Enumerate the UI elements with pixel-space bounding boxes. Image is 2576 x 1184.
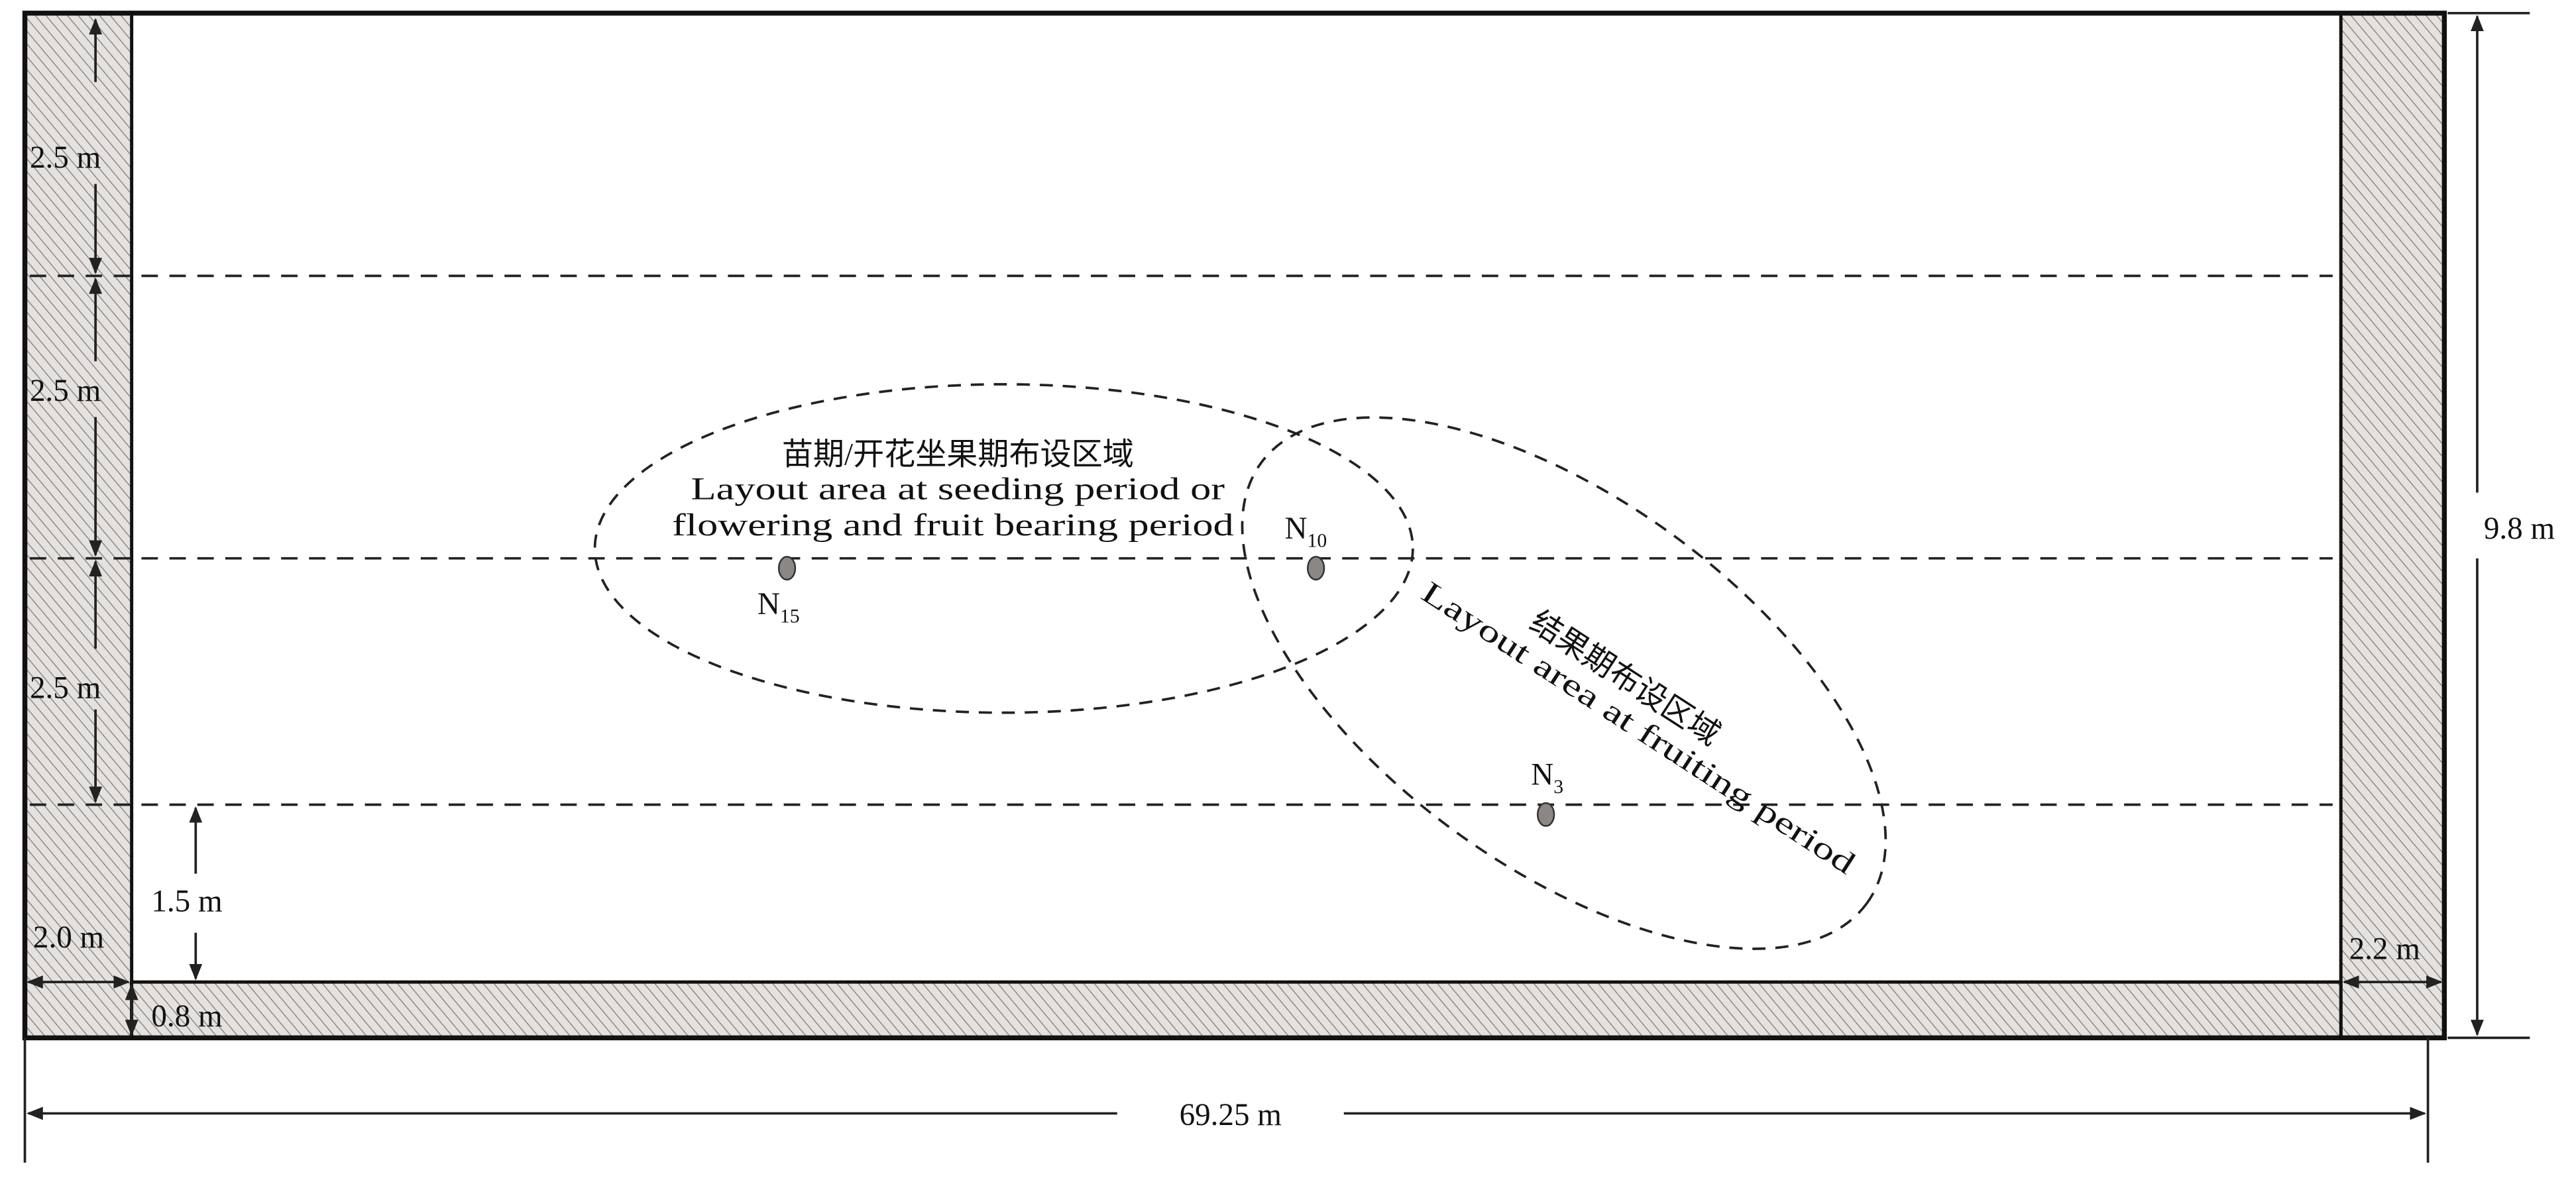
total-height-dimension (2447, 11, 2530, 1040)
row-height-arrows (27, 18, 2443, 1036)
total-length-dimension (23, 1038, 2430, 1163)
left-wall-width-label: 2.0 m (33, 920, 104, 955)
right-wall (2339, 11, 2446, 1040)
bottom-strip-height-label: 0.8 m (151, 999, 222, 1034)
fruiting-zone-label-en: Layout area at fruiting period (1416, 575, 1862, 881)
greenhouse-outline (22, 11, 2447, 1041)
node-label: N15 (757, 587, 800, 627)
node-n15: N15 (757, 555, 800, 627)
bottom-gap-label: 1.5 m (151, 885, 222, 919)
node-marker (1536, 802, 1555, 827)
node-marker (1307, 555, 1325, 581)
total-height-label: 9.8 m (2484, 511, 2555, 546)
total-length-label: 69.25 m (1180, 1098, 1282, 1132)
bottom-strip (130, 980, 2343, 1040)
node-n3: N3 (1531, 758, 1563, 827)
row-divider-lines (29, 274, 2333, 806)
node-n10: N10 (1285, 511, 1327, 581)
left-wall (23, 11, 134, 1040)
row-height-label-2: 2.5 m (30, 374, 101, 408)
fruiting-zone (1241, 416, 1887, 950)
seedling-flowering-zone (593, 383, 1414, 714)
row-height-label-1: 2.5 m (30, 140, 101, 175)
node-label: N3 (1531, 758, 1563, 798)
node-label: N10 (1285, 511, 1327, 551)
seedling-zone-label-en-1: Layout area at seeding period or (691, 472, 1225, 506)
node-marker (777, 555, 797, 581)
row-height-label-3: 2.5 m (30, 671, 101, 705)
seedling-zone-label-cn: 苗期/开花坐果期布设区域 (782, 437, 1134, 472)
right-wall-width-label: 2.2 m (2349, 932, 2420, 966)
seedling-zone-label-en-2: flowering and fruit bearing period (672, 508, 1234, 543)
